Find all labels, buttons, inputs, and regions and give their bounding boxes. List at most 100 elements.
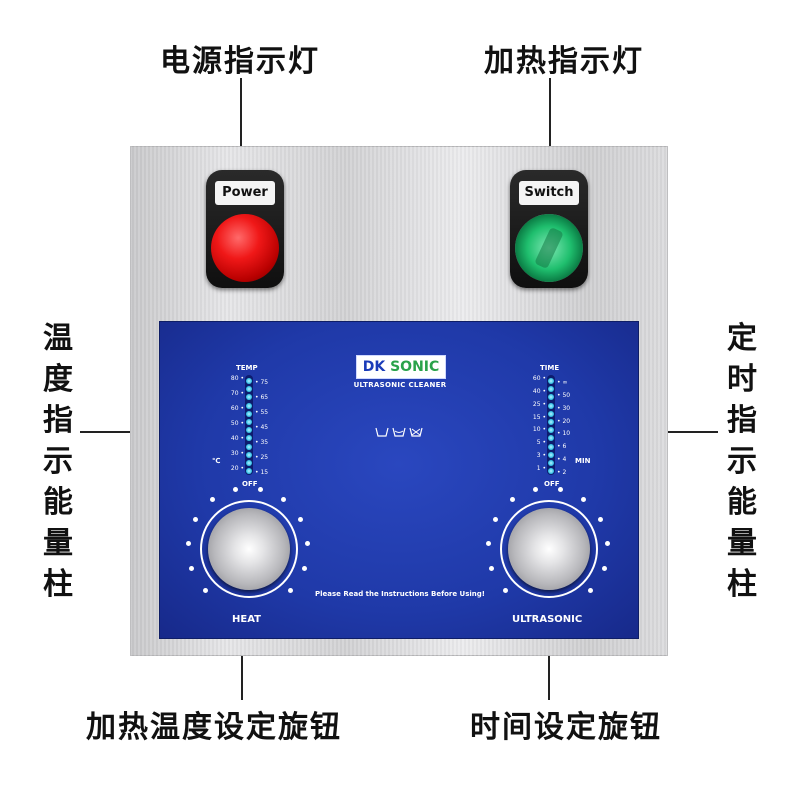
temp_gauge-tick: 20 • (230, 465, 244, 472)
heat-knob-leader-line (241, 636, 243, 700)
time_gauge-tick: 5 • (536, 439, 546, 447)
time_gauge-tick: 10 • (532, 426, 546, 434)
time_gauge-led (548, 427, 554, 434)
ultrasonic-knob[interactable] (508, 508, 590, 590)
power-light-callout: 电源指示灯 (160, 44, 320, 79)
ultrasonic-knob-scale-dot (558, 486, 564, 492)
heat-knob-scale-dot (305, 541, 311, 547)
temp_gauge-led (246, 460, 252, 466)
time-knob-callout: 时间设定旋钮 (470, 710, 662, 745)
temp_gauge-led (246, 419, 252, 425)
wash-symbols-svg (375, 427, 423, 437)
wash-symbols-icon (374, 426, 426, 441)
ultrasonic-knob-scale-dot (509, 497, 515, 503)
temp_gauge-led (246, 386, 252, 393)
power-leader-line (240, 78, 242, 172)
heat-knob-scale-dot (185, 541, 191, 547)
brand-dk: DK (362, 359, 386, 375)
temp-gauge-unit: ℃ (212, 457, 221, 465)
time_gauge-led (548, 443, 554, 450)
temp_gauge-tick: 70 • (230, 390, 244, 397)
time_gauge-tick: 60 • (532, 375, 546, 382)
time-gauge-column (547, 375, 555, 475)
time_gauge-led (548, 410, 554, 417)
temp_gauge-tick: • 75 (255, 379, 269, 386)
heat-knob-scale-dot (209, 497, 215, 503)
temp_gauge-led (246, 410, 252, 417)
temp_gauge-led (246, 443, 252, 450)
time-knob-leader-line (548, 636, 550, 700)
brand-logo: DK SONIC (356, 355, 446, 379)
time_gauge-tick: • 10 (557, 430, 571, 438)
time_gauge-led (548, 402, 554, 409)
brand-subtitle: ULTRASONIC CLEANER (353, 381, 447, 389)
time_gauge-tick: • 4 (557, 456, 567, 464)
heat-knob[interactable] (208, 508, 290, 590)
ultrasonic-knob-scale-dot (532, 486, 538, 492)
temp_gauge-tick: 40 • (230, 435, 244, 442)
time_gauge-tick: • ∞ (557, 379, 568, 386)
temp_gauge-led (246, 451, 252, 458)
ultrasonic-knob-scale-dot (485, 541, 491, 547)
temp_gauge-tick: • 65 (255, 394, 269, 401)
temp-bar-callout: 温度指示能量柱 (43, 321, 73, 602)
temp-gauge-title: TEMP (236, 364, 258, 372)
heat-knob-scale-dot (287, 587, 293, 593)
temp_gauge-tick: • 25 (255, 454, 269, 461)
timer-bar-callout: 定时指示能量柱 (727, 321, 757, 602)
time-gauge-unit: MIN (575, 457, 591, 465)
temp_gauge-led (246, 394, 252, 401)
time_gauge-led (548, 378, 554, 384)
time_gauge-tick: • 50 (557, 391, 571, 399)
time_gauge-led (548, 386, 554, 393)
instructions-notice: Please Read the Instructions Before Usin… (314, 590, 485, 598)
ultrasonic-knob-scale-dot (605, 541, 611, 547)
heat-knob-scale-dot (281, 497, 287, 503)
time_gauge-led (548, 435, 554, 442)
heat-knob-scale-dot (258, 486, 264, 492)
temp-gauge-column (245, 375, 253, 475)
time_gauge-led (548, 460, 554, 466)
time_gauge-tick: 40 • (532, 387, 546, 395)
time-gauge-off: OFF (544, 480, 560, 488)
temp_gauge-led (246, 427, 252, 434)
time_gauge-led (548, 451, 554, 458)
temp_gauge-tick: • 45 (255, 424, 269, 431)
heat-light-callout: 加热指示灯 (484, 44, 644, 79)
time_gauge-tick: 3 • (536, 452, 546, 460)
brand-sonic: SONIC (390, 359, 440, 375)
heat-knob-scale-dot (298, 516, 304, 522)
heat-knob-label: HEAT (232, 614, 261, 625)
ultrasonic-knob-scale-dot (581, 497, 587, 503)
temp_gauge-led (246, 468, 252, 475)
ultrasonic-knob-scale-dot (489, 566, 495, 572)
switch-lamp[interactable]: Switch (510, 170, 588, 288)
ultrasonic-knob-scale-dot (598, 516, 604, 522)
power-lamp: Power (206, 170, 284, 288)
time-gauge-title: TIME (540, 364, 560, 372)
temp_gauge-tick: • 55 (255, 409, 269, 416)
ultrasonic-knob-scale-dot (492, 516, 498, 522)
time_gauge-tick: 15 • (532, 413, 546, 421)
temp-gauge-off: OFF (242, 480, 258, 488)
time_gauge-tick: • 6 (557, 443, 567, 451)
time_gauge-tick: • 20 (557, 417, 571, 425)
heat-leader-line (549, 78, 551, 172)
temp_gauge-led (246, 378, 252, 384)
time_gauge-led (548, 468, 554, 475)
heat-knob-scale-dot (189, 566, 195, 572)
control-front-panel: DK SONIC ULTRASONIC CLEANER TEMP OFF ℃ T… (159, 321, 639, 639)
temp_gauge-tick: 30 • (230, 450, 244, 457)
ultrasonic-knob-label: ULTRASONIC (512, 614, 583, 625)
power-light-icon (211, 214, 279, 282)
time_gauge-tick: 1 • (536, 465, 546, 472)
time_gauge-led (548, 419, 554, 425)
ultrasonic-knob-scale-dot (503, 587, 509, 593)
heat-knob-ring (200, 500, 298, 598)
temp_gauge-tick: 60 • (230, 405, 244, 412)
heat-knob-scale-dot (203, 587, 209, 593)
temp_gauge-tick: 80 • (230, 375, 244, 382)
heat-knob-callout: 加热温度设定旋钮 (86, 710, 342, 745)
temp_gauge-led (246, 435, 252, 442)
time_gauge-led (548, 394, 554, 401)
